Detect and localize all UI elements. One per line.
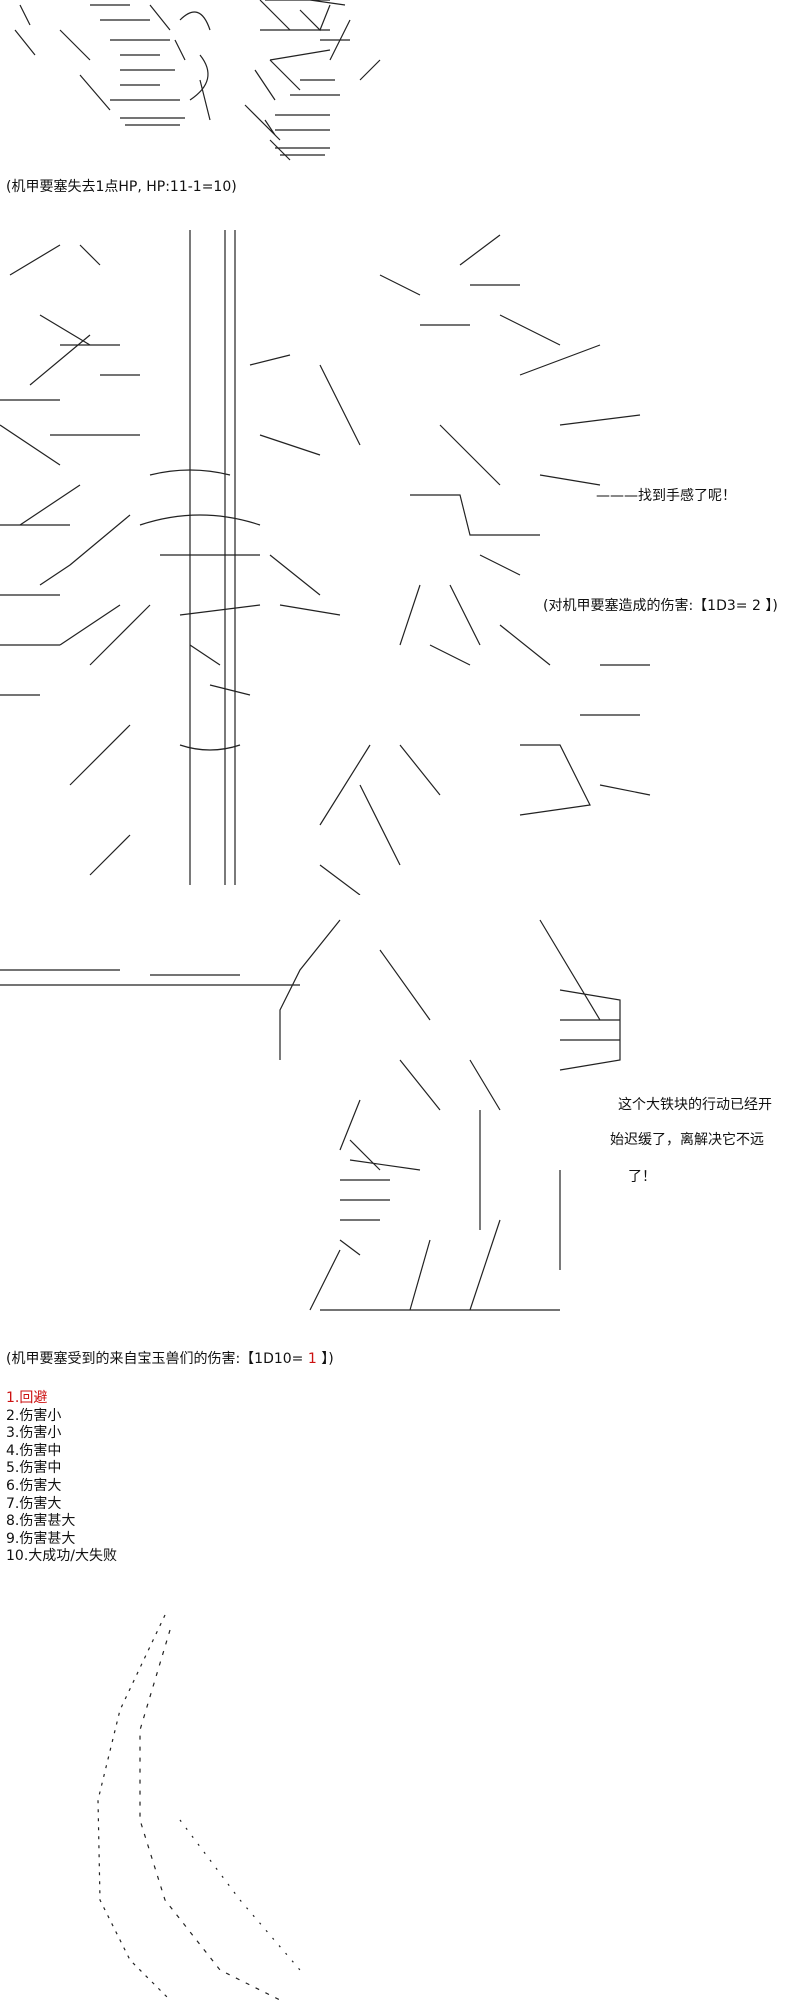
damage-taken-prefix: (机甲要塞受到的来自宝玉兽们的伤害:【1D10= [6, 1351, 308, 1367]
speech-line-1: 这个大铁块的行动已经开 [618, 1097, 772, 1113]
result-item: 7.伤害大 [6, 1495, 62, 1512]
result-item: 9.伤害甚大 [6, 1530, 76, 1547]
result-item: 5.伤害中 [6, 1460, 62, 1477]
hp-loss-caption: (机甲要塞失去1点HP, HP:11-1=10) [6, 179, 237, 195]
damage-dealt-caption: (对机甲要塞造成的伤害:【1D3= 2 】) [543, 597, 778, 615]
result-item: 4.伤害中 [6, 1442, 62, 1459]
speech-line-2: 始迟缓了，离解决它不远 [610, 1132, 764, 1148]
damage-dealt-prefix: (对机甲要塞造成的伤害:【1D3= [543, 598, 752, 614]
damage-dealt-suffix: 】) [760, 598, 778, 614]
result-table: 1.回避 2.伤害小 3.伤害小 4.伤害中 5.伤害中 6.伤害大 7.伤害大… [6, 1390, 117, 1566]
ascii-art-top [14, 0, 381, 161]
result-item: 10.大成功/大失败 [6, 1548, 117, 1565]
result-item: 8.伤害甚大 [6, 1513, 76, 1530]
damage-taken-value: 1 [307, 1351, 317, 1367]
ascii-art-battle [0, 230, 651, 895]
damage-taken-caption: (机甲要塞受到的来自宝玉兽们的伤害:【1D10= 1 】) [6, 1350, 334, 1368]
ascii-art-curve [97, 1614, 301, 2000]
result-item-selected: 1.回避 [6, 1390, 48, 1406]
result-item: 6.伤害大 [6, 1477, 62, 1494]
speech-line-3: 了！ [628, 1169, 656, 1185]
ascii-art-character [0, 919, 621, 1311]
found-feel-caption: ———找到手感了呢！ [596, 488, 736, 504]
result-item: 2.伤害小 [6, 1407, 62, 1424]
result-item: 3.伤害小 [6, 1425, 62, 1442]
damage-taken-suffix: 】) [316, 1351, 334, 1367]
damage-dealt-value: 2 [751, 598, 761, 614]
